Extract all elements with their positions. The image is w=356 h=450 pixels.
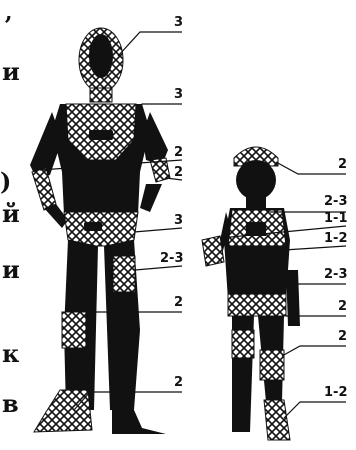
child-left-hand xyxy=(202,236,224,266)
adult-knee-patch xyxy=(62,312,86,348)
adult-label: 2 xyxy=(174,295,183,310)
adult-right-forearm xyxy=(140,184,162,212)
edge-glyph: й xyxy=(2,199,20,228)
leader-line xyxy=(276,162,346,174)
adult-label: 2-3 xyxy=(160,251,184,266)
leader-line xyxy=(284,246,346,250)
leader-line xyxy=(282,346,346,356)
adult-chest-patch xyxy=(89,130,113,140)
leader-line xyxy=(284,402,346,418)
adult-right-foot xyxy=(112,410,166,434)
child-label: 1-1 xyxy=(324,211,348,226)
adult-label: 2 xyxy=(174,145,183,160)
child-label: 2 xyxy=(338,299,347,314)
child-label: 1-2 xyxy=(324,231,348,246)
child-label: 2 xyxy=(338,329,347,344)
child-label: 2-3 xyxy=(324,267,348,282)
adult-left-foot xyxy=(34,390,92,432)
child-right-foot xyxy=(264,400,290,440)
edge-glyph: и xyxy=(2,255,20,284)
leader-line xyxy=(118,32,182,56)
adult-left-elbow xyxy=(32,168,56,210)
edge-glyph: к xyxy=(2,339,20,368)
edge-glyph: ’ xyxy=(4,11,12,40)
child-head xyxy=(236,160,276,200)
child-right-forearm xyxy=(286,270,300,326)
adult-label: 3 xyxy=(174,87,183,102)
edge-glyph: ) xyxy=(0,167,11,196)
leader-line xyxy=(135,266,182,270)
edge-text: ’ и ) й и к в xyxy=(0,11,20,418)
child-label: 1-2 xyxy=(324,385,348,400)
child-figure xyxy=(202,147,300,440)
edge-glyph: и xyxy=(2,57,20,86)
child-right-knee xyxy=(260,350,284,380)
adult-pelvis-patch xyxy=(84,222,102,231)
adult-thigh-patch xyxy=(113,256,135,292)
adult-label: 3 xyxy=(174,213,183,228)
leader-line xyxy=(134,228,182,232)
child-label: 2 xyxy=(338,157,347,172)
adult-face xyxy=(89,34,113,78)
child-neck xyxy=(246,196,266,208)
leader-line xyxy=(138,104,182,112)
adult-label: 2 xyxy=(174,165,183,180)
child-left-knee xyxy=(232,330,254,358)
child-waist xyxy=(228,294,286,316)
adult-neck xyxy=(90,88,112,102)
adult-label: 3 xyxy=(174,15,183,30)
adult-label: 2 xyxy=(174,375,183,390)
child-label: 2-3 xyxy=(324,194,348,209)
edge-glyph: в xyxy=(2,389,19,418)
